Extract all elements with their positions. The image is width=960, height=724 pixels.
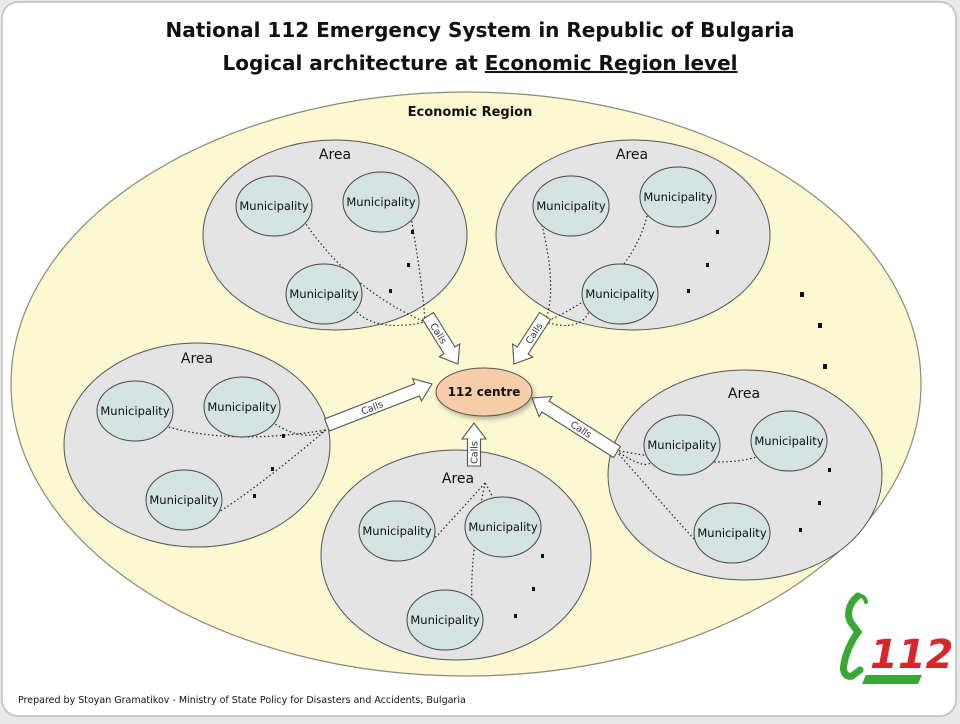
area-right-link-3	[614, 449, 703, 549]
area-bottom-dot-2	[532, 587, 535, 591]
area-left-municipality-3-label: Municipality	[149, 493, 218, 507]
calls-arrow-bottom-label: Calls	[470, 441, 481, 464]
title-line-1: National 112 Emergency System in Republi…	[165, 18, 794, 42]
area-left-link-3	[213, 429, 327, 516]
area-bottom-municipality-2	[464, 496, 542, 558]
area-top-right-municipality-1	[532, 175, 610, 237]
area-right-municipality-1-label: Municipality	[647, 438, 716, 452]
area-bottom-dot-1	[541, 554, 544, 558]
area-top-left-label: Area	[319, 147, 351, 163]
area-top-left-municipality-2-label: Municipality	[346, 195, 415, 209]
area-right-label: Area	[728, 386, 760, 402]
area-top-right-municipality-1-label: Municipality	[536, 199, 605, 213]
area-top-left-municipality-3-label: Municipality	[289, 287, 358, 301]
area-left-municipality-2-label: Municipality	[207, 400, 276, 414]
area-bottom-municipality-3	[406, 589, 484, 651]
area-left-label: Area	[181, 351, 213, 367]
calls-arrow-bottom: Calls	[460, 422, 488, 467]
area-top-left-municipality-3	[285, 263, 363, 325]
economic-region-label: Economic Region	[408, 105, 533, 120]
area-right-municipality-3	[693, 502, 771, 564]
area-right-dot-2	[818, 501, 821, 505]
area-bottom-label: Area	[442, 471, 474, 487]
region-dot-2	[818, 323, 822, 328]
area-bottom-municipality-3-label: Municipality	[410, 613, 479, 627]
area-left-link-2	[271, 421, 327, 436]
area-right-municipality-3-label: Municipality	[697, 526, 766, 540]
centre-112	[435, 367, 533, 417]
calls-arrow-right-shape	[531, 395, 622, 459]
area-top-left-link-3	[353, 308, 426, 327]
area-top-right-link-1	[540, 220, 552, 323]
area-left-municipality-3	[145, 469, 223, 531]
area-bottom-dot-3	[514, 614, 517, 618]
area-top-left-dot-2	[407, 263, 410, 267]
area-left-municipality-2	[203, 376, 281, 438]
centre-112-label: 112 centre	[448, 385, 521, 399]
area-left-municipality-1	[96, 380, 174, 442]
area-left-dot-1	[282, 434, 285, 438]
logo-green-stripe	[862, 675, 922, 684]
area-left-link-1	[164, 425, 327, 438]
area-right-dot-1	[828, 468, 831, 472]
area-top-left-municipality-1	[235, 175, 313, 237]
area-top-left-municipality-1-label: Municipality	[239, 199, 308, 213]
region-dot-1	[800, 292, 804, 297]
area-right-municipality-1	[643, 414, 721, 476]
area-top-right-municipality-3-label: Municipality	[585, 287, 654, 301]
area-top-right-municipality-2	[639, 166, 717, 228]
area-left-dot-2	[271, 467, 274, 471]
calls-arrow-top-right-shape	[511, 311, 552, 365]
area-top-right-municipality-2-label: Municipality	[643, 190, 712, 204]
area-top-left-municipality-2	[342, 171, 420, 233]
title-line-2: Logical architecture at Economic Region …	[222, 51, 737, 75]
area-top-left-dot-3	[389, 289, 392, 293]
area-top-left-link-1	[303, 220, 426, 323]
area-bottom-municipality-1-label: Municipality	[362, 524, 431, 538]
area-left-municipality-1-label: Municipality	[100, 404, 169, 418]
title-line-2-underlined: Economic Region level	[485, 51, 738, 75]
area-top-right-municipality-3	[581, 263, 659, 325]
area-left-dot-3	[253, 494, 256, 498]
title-line-2-prefix: Logical architecture at	[222, 51, 484, 75]
logo-112: 112	[840, 592, 954, 684]
area-right-link-1	[614, 449, 653, 466]
area-right-municipality-2-label: Municipality	[754, 434, 823, 448]
phone-handset-top-icon	[850, 593, 868, 604]
logo-112-text: 112	[870, 632, 954, 678]
calls-arrow-top-left-shape	[421, 311, 461, 365]
region-dot-3	[823, 364, 827, 369]
area-bottom-municipality-1	[358, 500, 436, 562]
area-right-dot-3	[799, 528, 802, 532]
area-top-left-dot-1	[411, 230, 414, 234]
calls-arrow-left-shape	[323, 377, 433, 432]
area-top-right-dot-2	[706, 263, 709, 267]
area-top-right-dot-3	[687, 289, 690, 293]
area-top-right-label: Area	[616, 147, 648, 163]
calls-arrow-bottom-shape	[460, 422, 488, 467]
area-bottom-municipality-2-label: Municipality	[468, 520, 537, 534]
phone-handset-icon	[840, 592, 864, 680]
footer-credit: Prepared by Stoyan Gramatikov - Ministry…	[18, 695, 466, 706]
area-top-right-dot-1	[716, 230, 719, 234]
area-right-municipality-2	[750, 410, 828, 472]
region-continuation-dots	[800, 292, 827, 369]
